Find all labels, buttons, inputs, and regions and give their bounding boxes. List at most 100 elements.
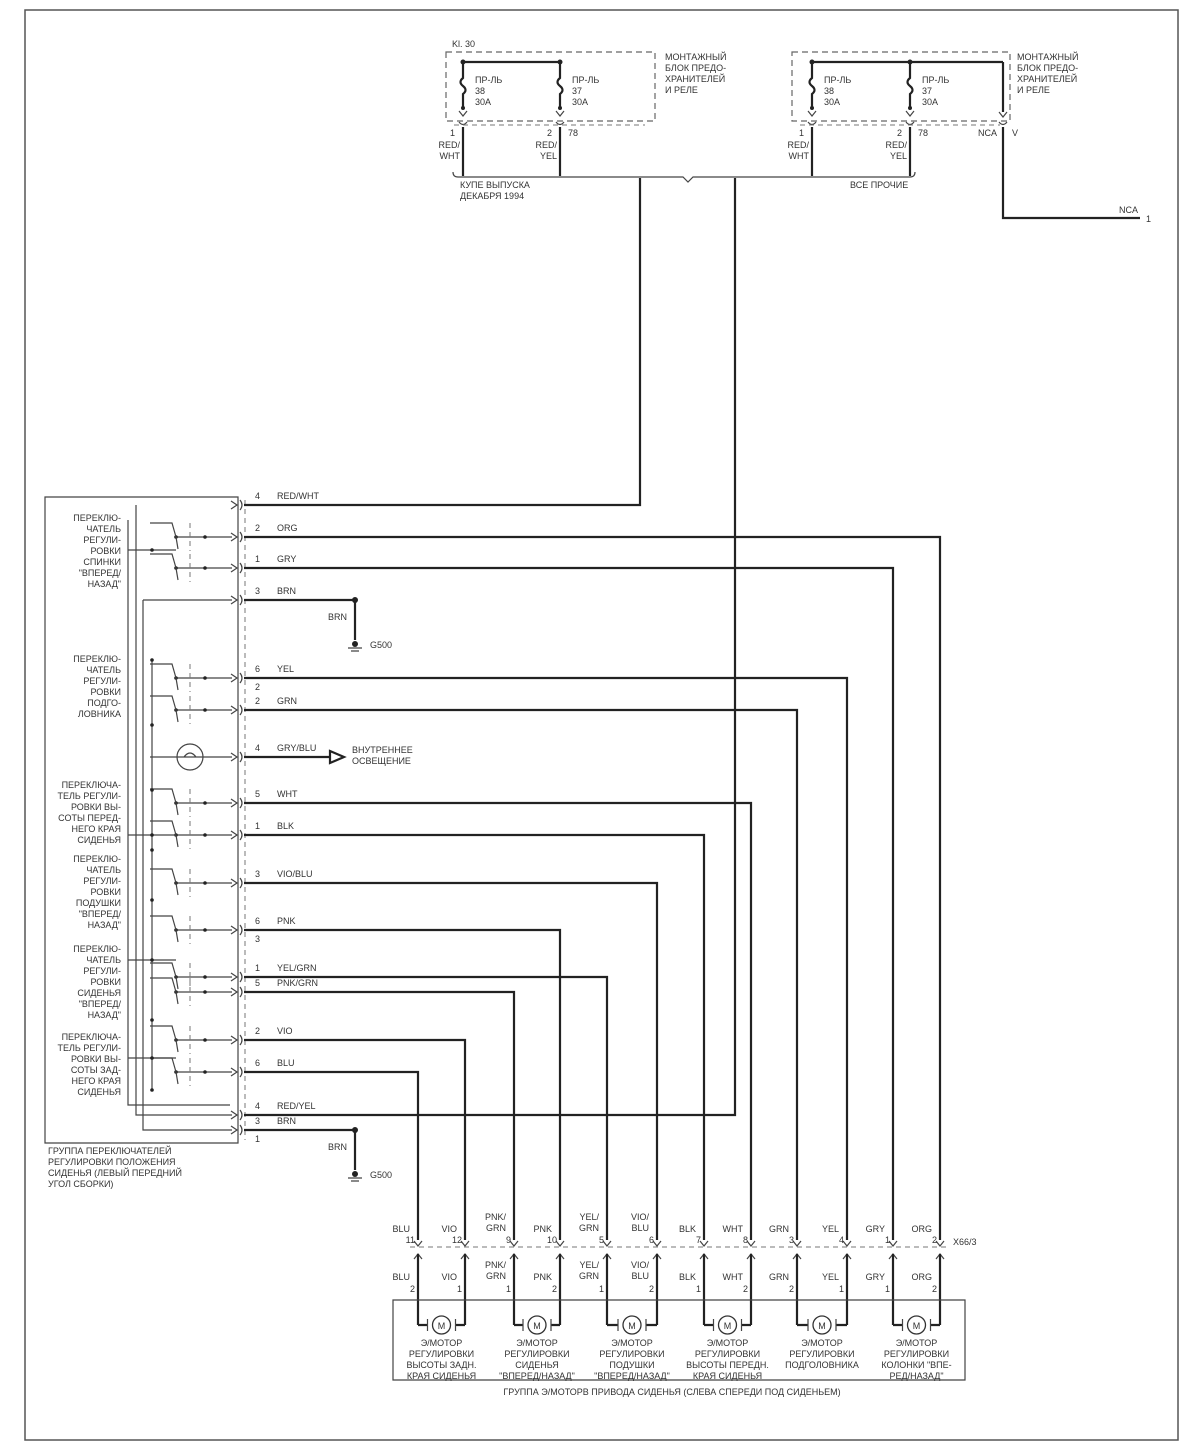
pin-number: 4 [255,743,260,753]
switch-label: ПЕРЕКЛЮ- [73,854,121,864]
variant-label: КУПЕ ВЫПУСКА [460,180,530,190]
wire-color-label: WHT [723,1224,744,1234]
connector-id: 78 [918,128,928,138]
wire [244,975,609,1240]
wire-color-label: BRN [328,1142,347,1152]
switch-contact [150,820,177,836]
pin-number: 1 [255,554,260,564]
fuse-icon [808,62,816,108]
wire-color-label: YEL/ [579,1212,599,1222]
variant-brace [452,171,916,183]
junction-dot [203,1038,207,1042]
connector-id: 78 [568,128,578,138]
pin-number: 2 [255,1026,260,1036]
switch-label: РЕГУЛИ- [83,966,121,976]
switch-label: НЕГО КРАЯ [71,824,121,834]
switch-label: "ВПЕРЕД/ [79,568,122,578]
motor-label: РЕГУЛИРОВКИ [695,1349,760,1359]
pin-number: 6 [649,1235,654,1245]
switch-label: НАЗАД" [88,920,121,930]
switch-contact [150,695,177,711]
switch-label: ПЕРЕКЛЮ- [73,944,121,954]
connector-socket-icon [239,704,243,716]
switch-contact [175,976,179,990]
switch-label: РОВКИ ВЫ- [71,1054,121,1064]
pin-number: 1 [450,128,455,138]
switch-contact [150,868,177,884]
wire-color-label: BLU [631,1271,649,1281]
motor-label: РЕГУЛИРОВКИ [504,1349,569,1359]
motor-icon [812,1315,832,1335]
switch-contact [150,553,177,569]
fuse-block-label: ХРАНИТЕЛЕЙ [665,73,725,84]
wire-color-label: YEL [890,151,907,161]
switch-label: ПЕРЕКЛЮЧА- [62,780,121,790]
junction-dot [150,898,154,902]
junction-dot [203,801,207,805]
connector-socket-icon [998,121,1008,126]
connector-arrow-icon [230,878,239,888]
wire-color-label: RED/ [535,140,557,150]
wire-color-label: VIO [441,1224,457,1234]
wire [244,1070,420,1240]
pin-number: 2 [410,1284,415,1294]
pin-number: 2 [743,1284,748,1294]
wire-color-label: RED/YEL [277,1101,316,1111]
switch-label: РЕГУЛИ- [83,876,121,886]
fuse-block-label: БЛОК ПРЕДО- [665,63,726,73]
connector-arrow-icon [652,1240,662,1247]
switch-bus [127,520,230,1106]
motor-symbol: M [628,1321,636,1331]
fuse-icon [556,62,564,108]
switch-label: НАЗАД" [88,1010,121,1020]
junction-dot [150,1018,154,1022]
pin-number: 7 [696,1235,701,1245]
pin-number: 2 [255,523,260,533]
connector-socket-icon [239,1124,243,1136]
motor-label: РЕГУЛИРОВКИ [789,1349,854,1359]
junction-dot [203,1070,207,1074]
switch-label: РЕГУЛИ- [83,535,121,545]
switch-contact [175,677,179,691]
switch-label: "ВПЕРЕД/ [79,909,122,919]
pin-number: 1 [506,1284,511,1294]
junction-dot [461,106,465,110]
fuse-label: 37 [572,86,582,96]
switch-label: НАЗАД" [88,579,121,589]
wire-color-label: PNK/ [485,1212,507,1222]
junction-dot [203,833,207,837]
pin-number: 3 [789,1235,794,1245]
switch-label: ПОДГО- [87,698,121,708]
fuse-block-label: БЛОК ПРЕДО- [1017,63,1078,73]
wire-color-label: GRY/BLU [277,743,316,753]
junction-dot [203,928,207,932]
fuse-block-outline [445,51,656,122]
arrow-icon [328,749,347,765]
pin-number: 1 [255,963,260,973]
wire-color-label: BRN [277,586,296,596]
motor-label: РЕГУЛИРОВКИ [409,1349,474,1359]
junction-dot [150,833,154,837]
switch-label: ЧАТЕЛЬ [86,665,121,675]
switch-label: СОТЫ ПЕРЕД- [58,813,121,823]
fuse-label: ПР-ЛЬ [922,75,949,85]
motor-label: СИДЕНЬЯ [515,1360,559,1370]
connector-socket-icon [239,594,243,606]
ground-icon [348,647,362,652]
wire-color-label: PNK [533,1272,552,1282]
pin-number: 2 [789,1284,794,1294]
switch-label: СИДЕНЬЯ [77,1087,121,1097]
wire-color-label: ORG [277,523,298,533]
wire-color-label: GRN [486,1271,506,1281]
junction-dot [150,1056,154,1060]
wire-color-label: YEL [822,1272,839,1282]
motor-label: ВЫСОТЫ ПЕРЕДН. [686,1360,769,1370]
pin-number: 3 [255,1116,260,1126]
pin-number: 3 [255,586,260,596]
switch-contact [150,788,177,804]
motor-brush-icon [617,1319,647,1331]
motor-label: РЕГУЛИРОВКИ [884,1349,949,1359]
junction-dot [150,958,154,962]
motor-label: РЕГУЛИРОВКИ [599,1349,664,1359]
motor-label: "ВПЕРЕД/НАЗАД" [499,1371,575,1381]
